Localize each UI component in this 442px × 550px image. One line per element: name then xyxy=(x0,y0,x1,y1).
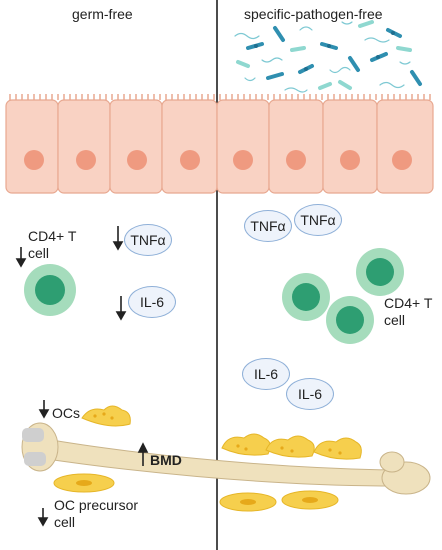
header-germ-free: germ-free xyxy=(72,6,133,22)
microbiota-cluster xyxy=(234,20,422,93)
label-oc-precursor-cell: OC precursor cell xyxy=(54,497,139,530)
tcell-right-2 xyxy=(282,273,330,321)
header-specific-pathogen-free: specific-pathogen-free xyxy=(244,6,383,22)
bone xyxy=(21,422,431,495)
cytokine-tnfa-right-2: TNFα xyxy=(294,204,342,236)
label-bmd: BMD xyxy=(150,452,182,468)
label-cd4-t-cell-right: CD4+ T cell xyxy=(384,295,433,328)
tcell-left xyxy=(24,264,76,316)
cytokine-tnfa-right-1: TNFα xyxy=(244,210,292,242)
epithelium-layer xyxy=(5,94,434,194)
tcell-right-1 xyxy=(356,248,404,296)
osteoclasts xyxy=(53,405,362,512)
cytokine-il6-left: IL-6 xyxy=(128,286,176,318)
label-cd4-t-cell-left: CD4+ T cell xyxy=(28,228,77,261)
arrows xyxy=(15,226,149,527)
cytokine-il6-right-2: IL-6 xyxy=(286,378,334,410)
osteoclast-nuclei xyxy=(76,412,342,505)
cytokine-il6-right-1: IL-6 xyxy=(242,358,290,390)
epithelium-nuclei xyxy=(24,150,412,170)
cytokine-tnfa-left: TNFα xyxy=(124,224,172,256)
label-ocs: OCs xyxy=(52,405,80,421)
tcell-right-3 xyxy=(326,296,374,344)
